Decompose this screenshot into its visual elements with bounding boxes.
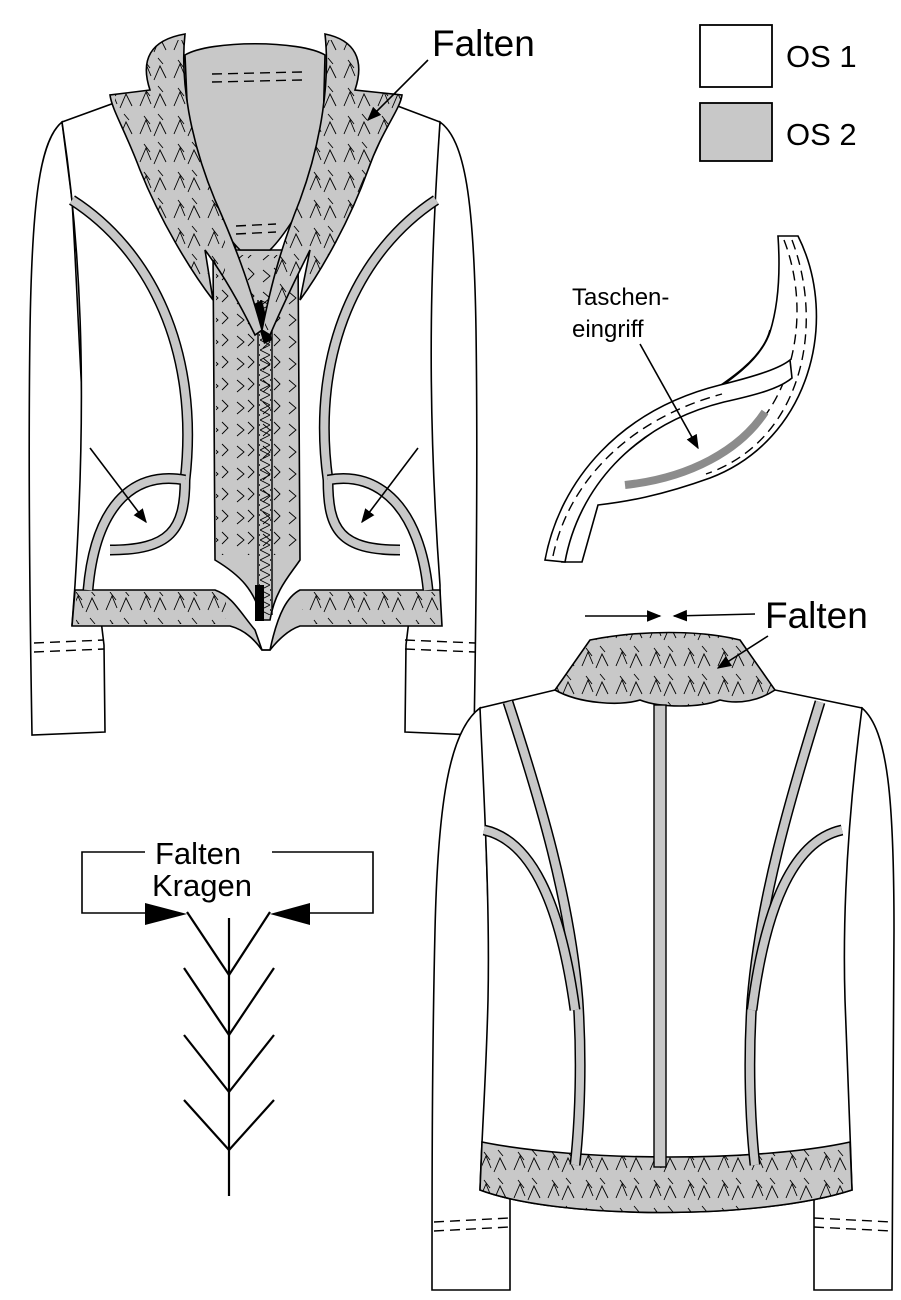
back-right-cuff-seam [813, 1217, 893, 1232]
pocket-detail-stitch-2 [705, 239, 807, 475]
pocket-label-line2: eingriff [572, 316, 644, 343]
front-right-pocket-arrow [361, 447, 419, 524]
front-left-cuff-seam [33, 639, 105, 653]
back-center-piping [653, 704, 667, 1168]
front-falten-label: Falten [432, 23, 535, 64]
back-collar-texture [555, 632, 775, 706]
front-left-pocket-arrow [89, 447, 147, 524]
pleat-arrowhead-right [270, 903, 310, 925]
front-right-cuff-seam [404, 639, 476, 653]
front-right-piping-inner [320, 196, 439, 481]
back-falten-arrow [716, 635, 769, 669]
pleat-detail: Falten Kragen [81, 836, 374, 1196]
back-jacket: Falten [431, 595, 895, 1291]
legend-label-os1: OS 1 [786, 39, 857, 74]
front-hem-band-texture-right [302, 592, 440, 624]
back-falten-label: Falten [765, 595, 868, 636]
legend: OS 1 OS 2 [699, 24, 857, 162]
back-left-cuff-seam [433, 1217, 511, 1232]
pocket-detail-opening [624, 409, 769, 489]
back-pleat-arrow-right [672, 609, 756, 622]
front-inner-collar-stitch-bottom [235, 223, 277, 235]
back-right-side-piping-inner [748, 826, 843, 1011]
pleat-arrowhead-left [145, 903, 187, 925]
pocket-label-arrow [639, 343, 699, 450]
zipper-pull-bottom [255, 585, 264, 621]
legend-swatch-os2 [699, 102, 773, 162]
back-left-side-piping-inner [483, 826, 579, 1011]
back-left-princess-inner [504, 700, 585, 1166]
pleat-detail-branches [183, 911, 275, 1151]
front-zipper-teeth [259, 300, 271, 615]
pleat-detail-label-line1: Falten [155, 836, 241, 871]
pocket-detail: Taschen- eingriff [544, 235, 818, 563]
legend-label-os2: OS 2 [786, 117, 857, 152]
front-right-pocket-loop-inner [324, 474, 432, 591]
front-hem-band-texture-left [76, 592, 226, 624]
front-left-piping-inner [69, 196, 192, 481]
legend-swatch-os1 [699, 24, 773, 88]
pocket-label-line1: Taschen- [572, 284, 669, 311]
pleat-detail-label-line2: Kragen [152, 868, 252, 903]
pleat-detail-bracket [81, 851, 374, 914]
pocket-detail-lower-curve [544, 358, 793, 563]
pocket-detail-lower-stitch [552, 393, 723, 557]
front-left-pocket-loop-inner [84, 474, 189, 591]
front-jacket: Falten [28, 23, 535, 736]
front-falten-arrow [366, 59, 429, 122]
